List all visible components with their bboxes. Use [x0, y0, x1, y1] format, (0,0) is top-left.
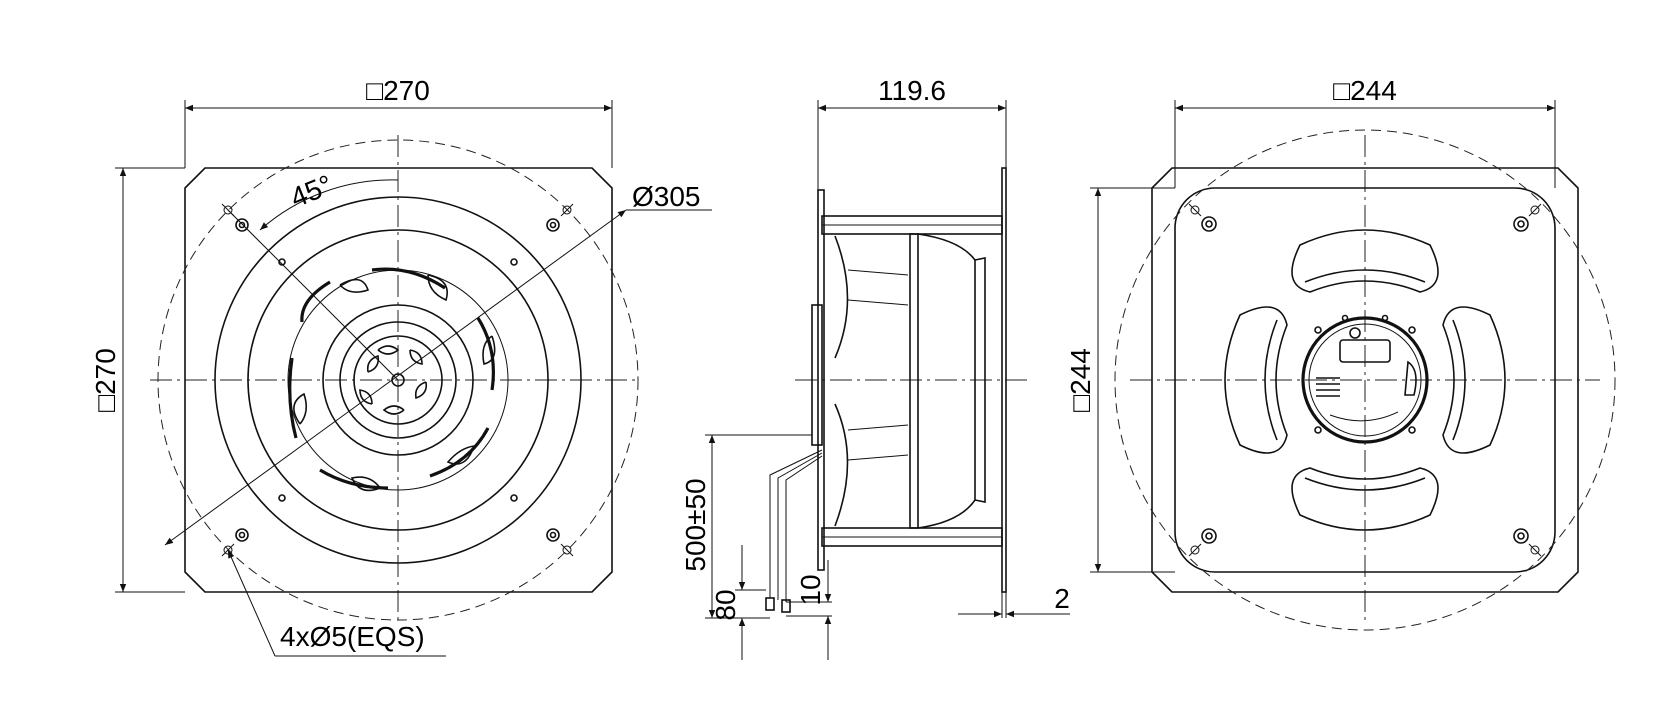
rear-height-dimension: □244 — [1065, 348, 1096, 412]
rear-inner-square — [1174, 187, 1556, 573]
side-cables — [765, 449, 823, 613]
strip-length-dimension: 80 — [710, 589, 741, 620]
rear-openings — [1224, 229, 1506, 531]
side-view: 119.6 500±50 80 10 2 — [680, 75, 1070, 660]
angle-dimension: 45° — [286, 169, 337, 214]
rear-mounting-holes — [1188, 203, 1542, 557]
side-motor-hub — [811, 304, 823, 446]
rear-electronics-hub — [1301, 316, 1429, 444]
cable-length-dimension: 500±50 — [680, 478, 711, 571]
rear-label-plate — [1339, 339, 1391, 363]
side-depth-dimension: 119.6 — [878, 75, 946, 106]
rear-plate — [1151, 167, 1579, 593]
side-backplate — [817, 189, 825, 571]
rear-view: □244 □244 — [1065, 75, 1616, 631]
rear-connector — [1316, 377, 1340, 397]
bolt-circle — [157, 139, 639, 621]
holes-dimension: 4xØ5(EQS) — [280, 621, 425, 652]
rear-width-dimension: □244 — [1333, 75, 1397, 106]
front-view: □270 □270 45° Ø305 4xØ5(EQS) — [90, 75, 712, 657]
terminal-end-dimension: 10 — [795, 574, 826, 605]
front-width-dimension: □270 — [366, 75, 430, 106]
side-flange — [1001, 167, 1007, 593]
front-height-dimension: □270 — [90, 348, 121, 412]
diameter-dimension: Ø305 — [632, 181, 701, 212]
flange-thickness-dimension: 2 — [1054, 583, 1070, 614]
